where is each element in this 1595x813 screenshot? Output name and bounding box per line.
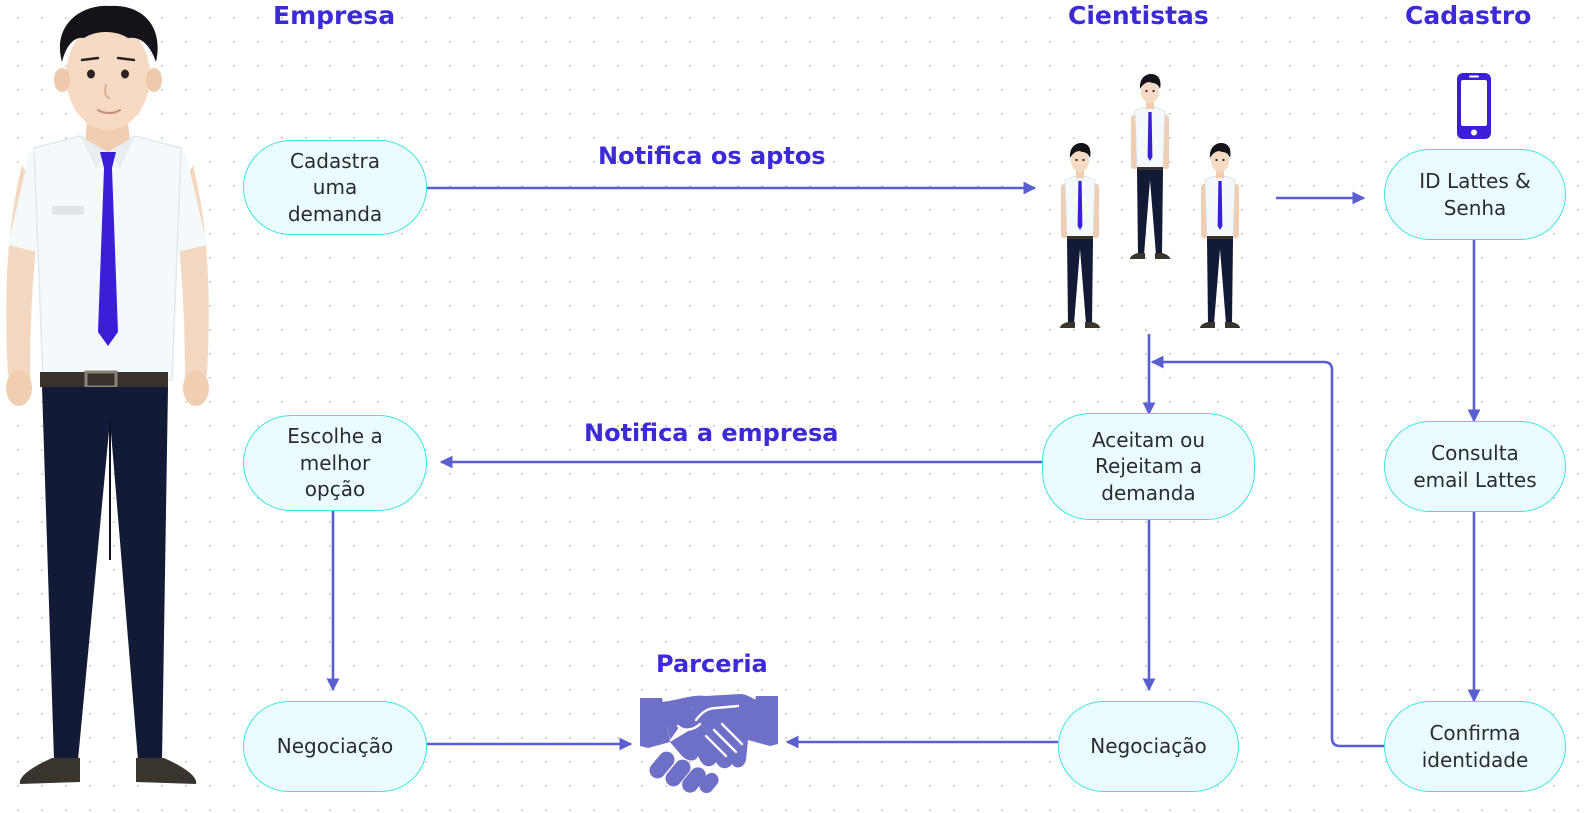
node-id-lattes-senha[interactable]: ID Lattes & Senha [1384, 149, 1566, 240]
edge-label-notifica-aptos: Notifica os aptos [598, 142, 826, 170]
scientists-group-icon [1059, 73, 1241, 329]
column-title-cientistas: Cientistas [1068, 1, 1209, 30]
handshake-icon [640, 694, 778, 794]
arrow-confirma-to-cientistas [1150, 355, 1384, 748]
edge-label-notifica-empresa: Notifica a empresa [584, 419, 839, 447]
node-negociacao-empresa[interactable]: Negociação [243, 701, 427, 792]
column-title-cadastro: Cadastro [1405, 1, 1532, 30]
node-negociacao-cientistas[interactable]: Negociação [1058, 701, 1239, 792]
node-consulta-email-lattes[interactable]: Consulta email Lattes [1384, 421, 1566, 512]
node-confirma-identidade[interactable]: Confirma identidade [1384, 701, 1566, 792]
smartphone-icon [1457, 73, 1491, 139]
businessman-icon [6, 5, 209, 784]
node-aceitam-rejeitam[interactable]: Aceitam ou Rejeitam a demanda [1042, 413, 1255, 520]
edge-label-parceria: Parceria [656, 650, 768, 678]
node-escolhe-melhor-opcao[interactable]: Escolhe a melhor opção [243, 415, 427, 511]
node-cadastra-demanda[interactable]: Cadastra uma demanda [243, 140, 427, 235]
column-title-empresa: Empresa [273, 1, 396, 30]
